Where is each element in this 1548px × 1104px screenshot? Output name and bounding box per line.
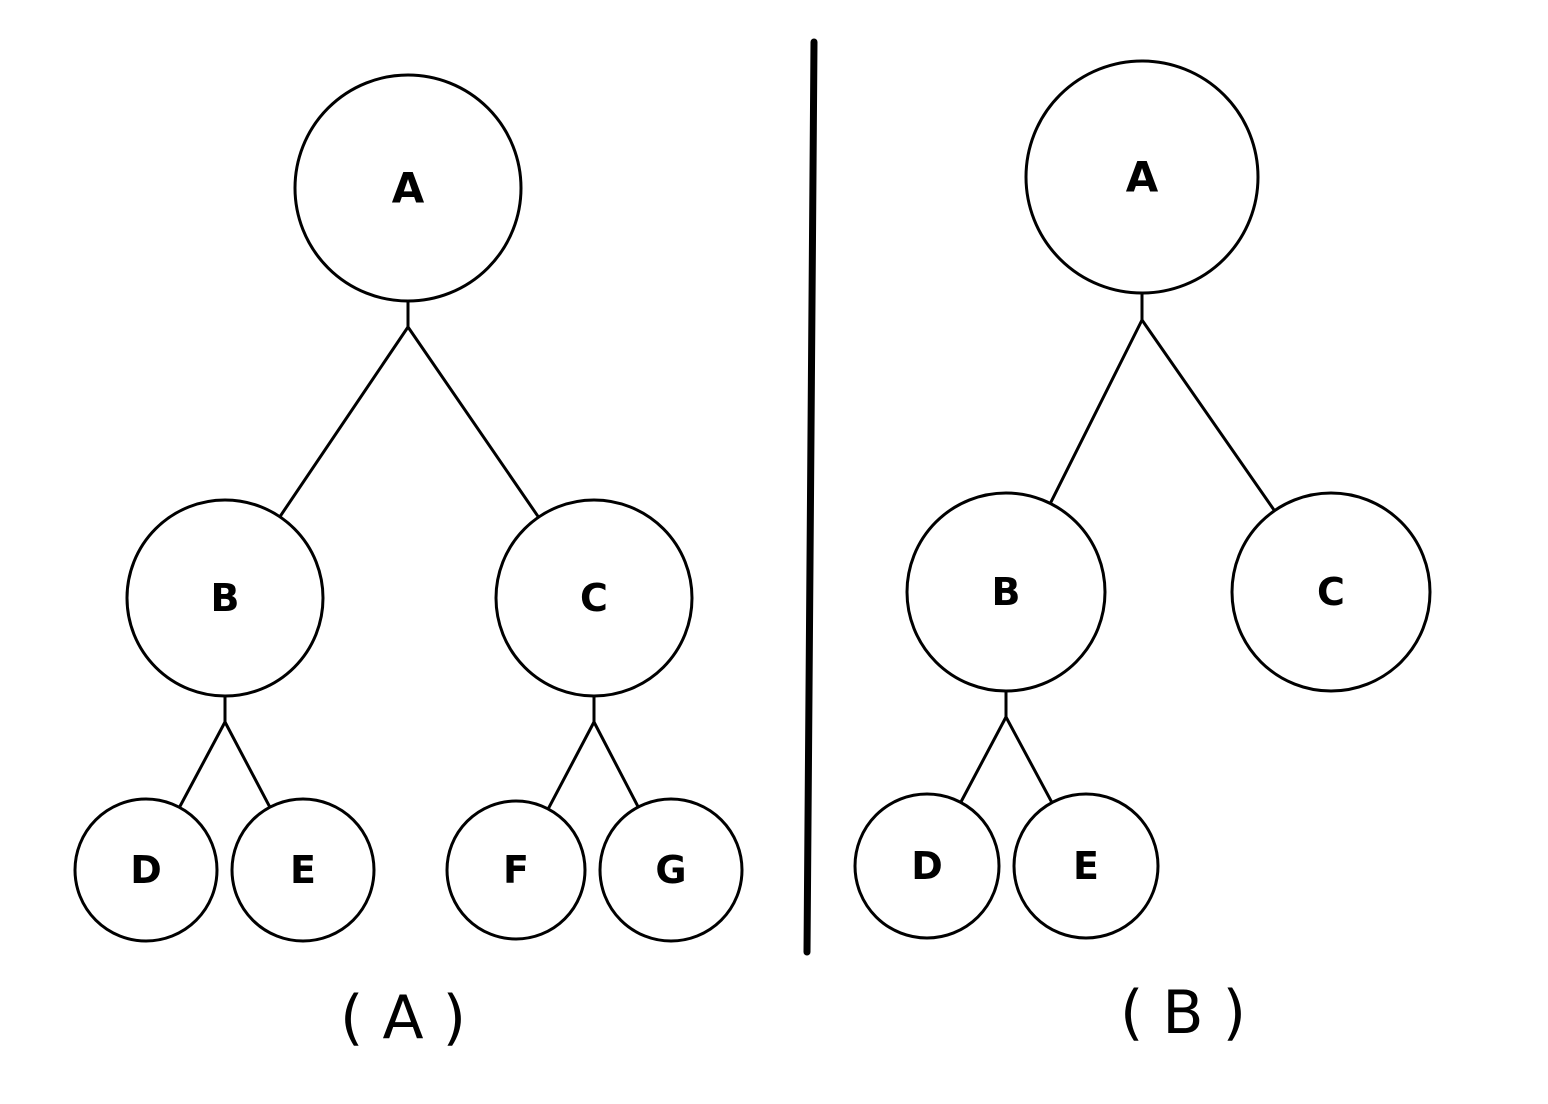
tree-b-node-circle-d xyxy=(853,792,1001,940)
tree-a-node-label-d: D xyxy=(130,848,162,892)
tree-a-node-d: D xyxy=(73,797,219,943)
tree-a-edge-c-f xyxy=(546,720,596,811)
tree-b-node-circle-b xyxy=(905,491,1107,693)
tree-a-edge-c-g xyxy=(592,720,640,809)
tree-b-edge-b-d xyxy=(959,715,1008,804)
tree-a-edge-b-e xyxy=(223,720,272,809)
tree-a-node-g: G xyxy=(598,797,744,943)
tree-a-node-circle-e xyxy=(230,797,376,943)
tree-b-edge-a-b xyxy=(1048,318,1144,505)
tree-a-node-c: C xyxy=(494,498,694,698)
tree-a-node-circle-g xyxy=(598,797,744,943)
tree-a-node-circle-f xyxy=(445,799,587,941)
caption-b: ( B ) xyxy=(1120,978,1246,1048)
tree-b-edge-b-e xyxy=(1004,715,1054,805)
tree-a-node-circle-a xyxy=(293,73,523,303)
tree-a-node-label-e: E xyxy=(290,848,316,892)
tree-a-node-label-c: C xyxy=(580,576,608,620)
tree-a-node-label-a: A xyxy=(392,164,425,213)
tree-b-node-circle-a xyxy=(1024,59,1260,295)
divider-line xyxy=(803,38,818,956)
tree-b-node-circle-e xyxy=(1012,792,1160,940)
tree-a-node-e: E xyxy=(230,797,376,943)
tree-a-node-label-f: F xyxy=(503,848,529,892)
tree-b-node-label-b: B xyxy=(992,570,1021,614)
tree-a: A B C D E F G xyxy=(73,73,744,943)
tree-a-edge-a-b xyxy=(278,325,410,519)
tree-a-node-label-b: B xyxy=(211,576,240,620)
tree-b-node-e: E xyxy=(1012,792,1160,940)
tree-b: A B C D E xyxy=(853,59,1432,940)
tree-a-node-label-g: G xyxy=(655,848,686,892)
caption-a: ( A ) xyxy=(340,983,466,1053)
tree-a-node-circle-c xyxy=(494,498,694,698)
tree-b-node-c: C xyxy=(1230,491,1432,693)
tree-a-node-f: F xyxy=(445,799,587,941)
tree-b-node-circle-c xyxy=(1230,491,1432,693)
tree-b-node-label-a: A xyxy=(1126,153,1159,202)
tree-a-node-circle-d xyxy=(73,797,219,943)
tree-b-edge-a-c xyxy=(1140,318,1277,513)
tree-b-node-label-e: E xyxy=(1073,844,1099,888)
tree-a-node-circle-b xyxy=(125,498,325,698)
tree-b-node-d: D xyxy=(853,792,1001,940)
tree-a-edge-a-c xyxy=(406,325,541,519)
tree-b-node-a: A xyxy=(1024,59,1260,295)
tree-a-node-a: A xyxy=(293,73,523,303)
tree-a-edge-b-d xyxy=(177,720,227,809)
tree-b-node-b: B xyxy=(905,491,1107,693)
tree-b-node-label-d: D xyxy=(911,844,943,888)
tree-b-node-label-c: C xyxy=(1317,570,1345,614)
tree-a-node-b: B xyxy=(125,498,325,698)
